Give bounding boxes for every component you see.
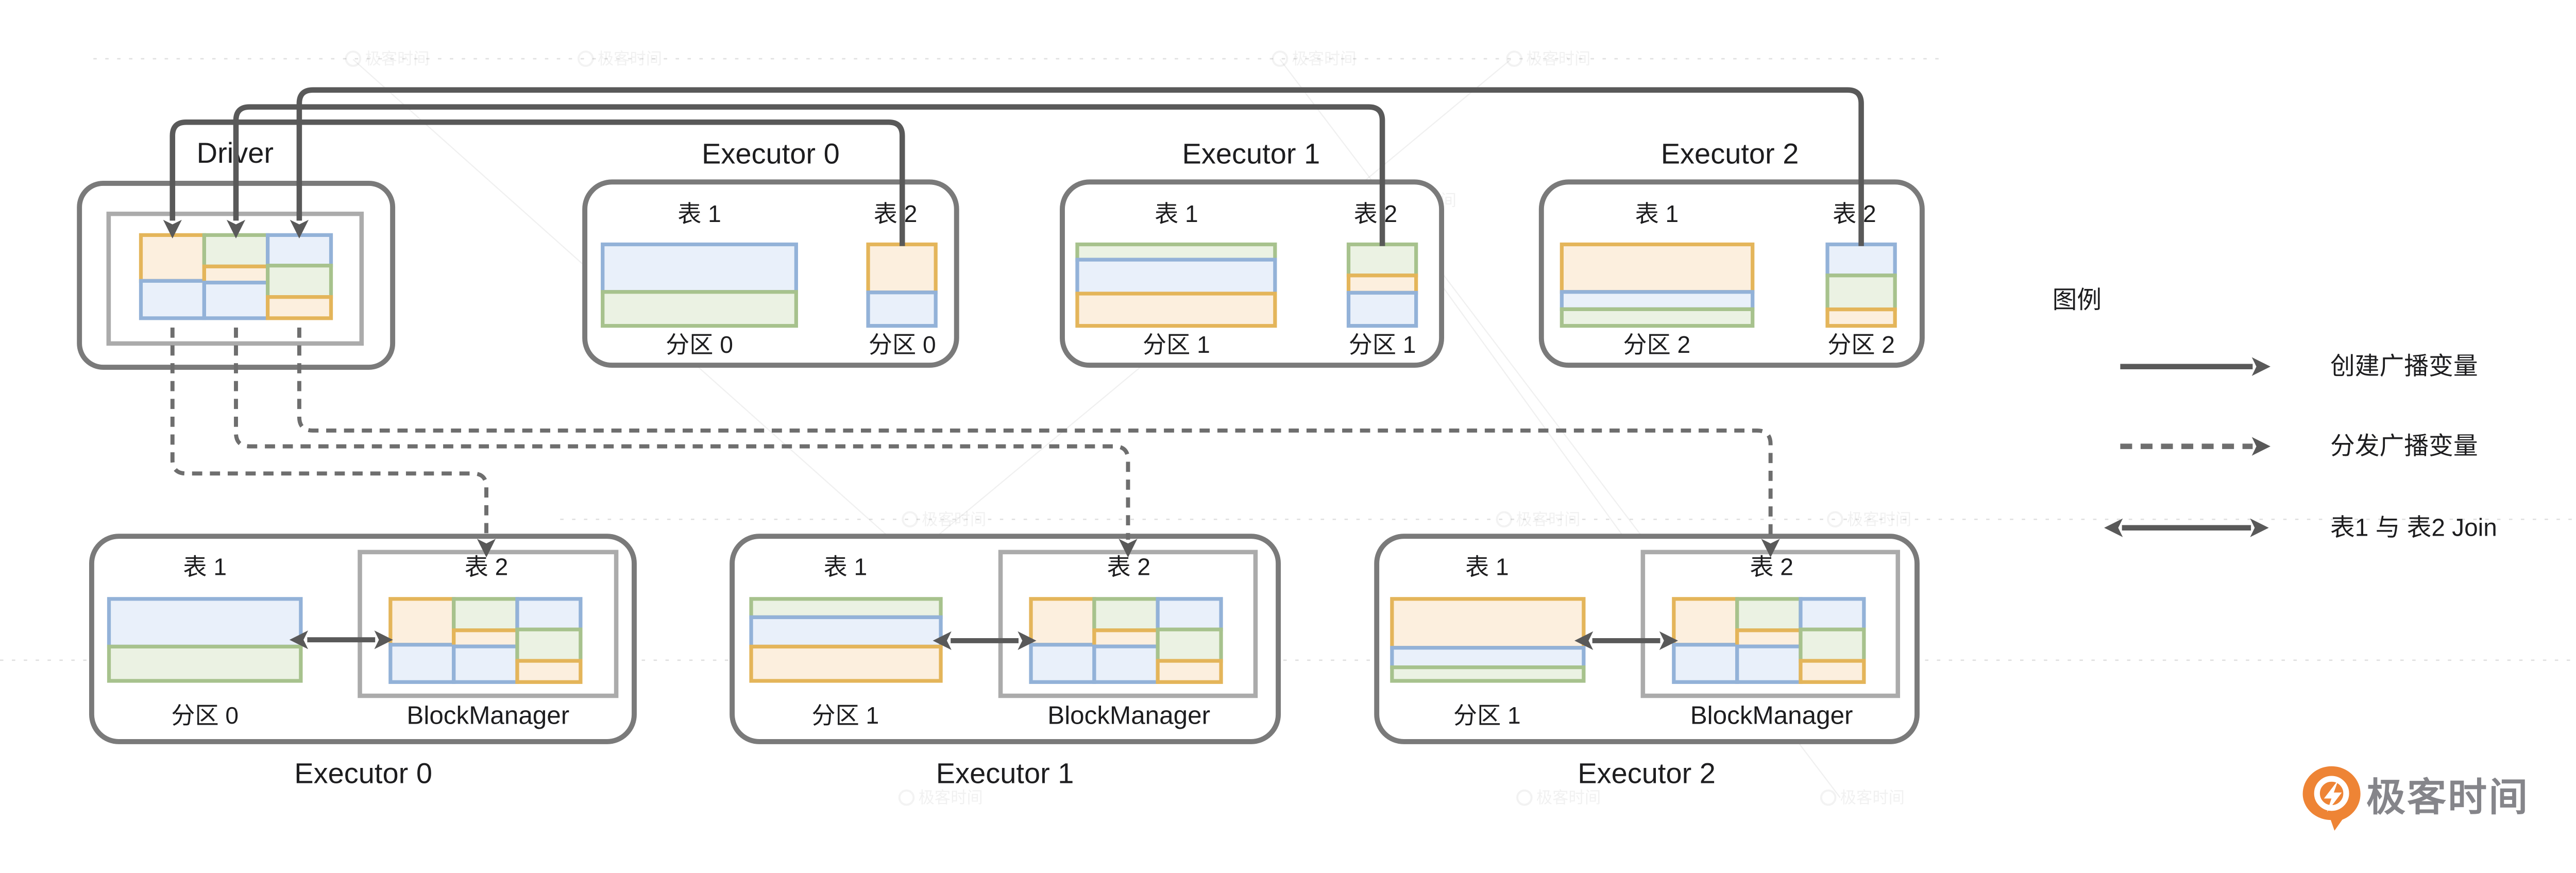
top-executor-2-group: Executor 2 表 1 表 2 分区 2 分区 2 xyxy=(1538,138,1925,368)
band-green xyxy=(107,644,303,683)
band-orange xyxy=(1346,273,1418,295)
table1-label: 表 1 xyxy=(1635,200,1679,227)
executor-label: Executor 0 xyxy=(702,138,840,170)
executor-label: Executor 1 xyxy=(936,757,1074,789)
create-broadcast-arrow-executor2 xyxy=(290,87,1864,246)
legend-item-distribute-broadcast: 分发广播变量 xyxy=(2120,433,2478,460)
band-blue xyxy=(1346,290,1418,328)
table1-label: 表 1 xyxy=(183,554,227,580)
create-broadcast-arrow-executor0 xyxy=(163,119,905,246)
table2-label: 表 2 xyxy=(874,200,918,227)
band-orange xyxy=(1390,597,1586,650)
executor-label: Executor 2 xyxy=(1661,138,1799,170)
band-blue xyxy=(601,242,798,294)
table2-partition-label: 分区 1 xyxy=(1349,331,1416,358)
table2-label: 表 2 xyxy=(1107,554,1151,580)
table2-label: 表 2 xyxy=(1750,554,1793,580)
create-broadcast-arrow-executor1 xyxy=(226,104,1385,246)
driver-broadcast-mosaic xyxy=(141,235,331,318)
band-orange xyxy=(1075,292,1277,328)
band-orange xyxy=(1825,307,1897,328)
distribute-broadcast-arrow-executor2 xyxy=(297,327,1780,558)
distribute-broadcast-arrow-executor1 xyxy=(234,327,1138,558)
executor-label: Executor 0 xyxy=(294,757,432,789)
driver-group: Driver xyxy=(77,136,396,370)
band-blue xyxy=(749,615,943,649)
band-blue xyxy=(1825,242,1897,278)
geektime-logo-text: 极客时间 xyxy=(2366,776,2529,819)
table2-label: 表 2 xyxy=(1833,200,1876,227)
table1-label: 表 1 xyxy=(677,200,721,227)
band-green xyxy=(601,290,798,328)
bottom-executor-2-group: 表 1 表 2 分区 1 BlockManager Executor 2 xyxy=(1374,534,1920,789)
band-blue xyxy=(1075,258,1277,296)
table1-partition-label: 分区 1 xyxy=(1143,331,1210,358)
executor-label: Executor 1 xyxy=(1182,138,1320,170)
table2-partition-label: 分区 2 xyxy=(1827,331,1895,358)
block-manager-label: BlockManager xyxy=(1690,701,1853,729)
block-manager-mosaic xyxy=(391,599,581,682)
block-manager-label: BlockManager xyxy=(1047,701,1210,729)
table2-partition-label: 分区 0 xyxy=(869,331,936,358)
band-orange xyxy=(866,242,938,295)
block-manager-mosaic xyxy=(1674,599,1864,682)
table1-partition-label: 分区 0 xyxy=(666,331,733,358)
block-manager-label: BlockManager xyxy=(406,701,569,729)
block-manager-mosaic xyxy=(1031,599,1221,682)
band-green xyxy=(1390,665,1586,683)
table1-partition-label: 分区 0 xyxy=(171,702,239,729)
legend-item-join: 表1 与 表2 Join xyxy=(2104,514,2497,541)
create-broadcast-arrows xyxy=(163,87,1864,246)
geektime-logo: 极客时间 xyxy=(2302,766,2529,831)
band-green xyxy=(1075,242,1277,262)
legend-item-label: 分发广播变量 xyxy=(2330,433,2478,460)
band-blue xyxy=(107,597,303,649)
band-blue xyxy=(866,290,938,328)
band-green xyxy=(749,597,943,620)
band-orange xyxy=(749,644,943,683)
band-green xyxy=(1825,273,1897,312)
top-executor-1-group: Executor 1 表 1 表 2 分区 1 分区 1 xyxy=(1060,138,1445,368)
executor-label: Executor 2 xyxy=(1578,757,1716,789)
bottom-executor-1-group: 表 1 表 2 分区 1 BlockManager Executor 1 xyxy=(730,534,1281,789)
geektime-pin-ring xyxy=(2314,776,2349,811)
geektime-pin-bolt xyxy=(2324,780,2342,812)
table1-label: 表 1 xyxy=(1465,554,1509,580)
band-green xyxy=(1346,242,1418,278)
legend-group: 图例 创建广播变量 分发广播变量 表1 与 表2 Join xyxy=(2053,287,2497,542)
table2-label: 表 2 xyxy=(1354,200,1398,227)
table1-partition-label: 分区 1 xyxy=(812,702,879,729)
legend-title: 图例 xyxy=(2053,287,2102,314)
top-executor-0-group: Executor 0 表 1 表 2 分区 0 分区 0 xyxy=(582,138,959,368)
band-blue xyxy=(1390,646,1586,670)
table1-partition-label: 分区 2 xyxy=(1623,331,1691,358)
band-green xyxy=(1560,307,1755,328)
legend-item-label: 创建广播变量 xyxy=(2330,353,2478,380)
table1-label: 表 1 xyxy=(1155,200,1198,227)
legend-item-label: 表1 与 表2 Join xyxy=(2330,514,2497,541)
bottom-executor-0-group: 表 1 表 2 分区 0 BlockManager Executor 0 xyxy=(89,534,637,789)
table1-label: 表 1 xyxy=(824,554,868,580)
band-orange xyxy=(1560,242,1755,294)
distribute-broadcast-arrows xyxy=(170,327,1780,558)
table2-label: 表 2 xyxy=(465,554,509,580)
table1-partition-label: 分区 1 xyxy=(1453,702,1521,729)
legend-item-create-broadcast: 创建广播变量 xyxy=(2120,353,2478,380)
band-blue xyxy=(1560,290,1755,312)
